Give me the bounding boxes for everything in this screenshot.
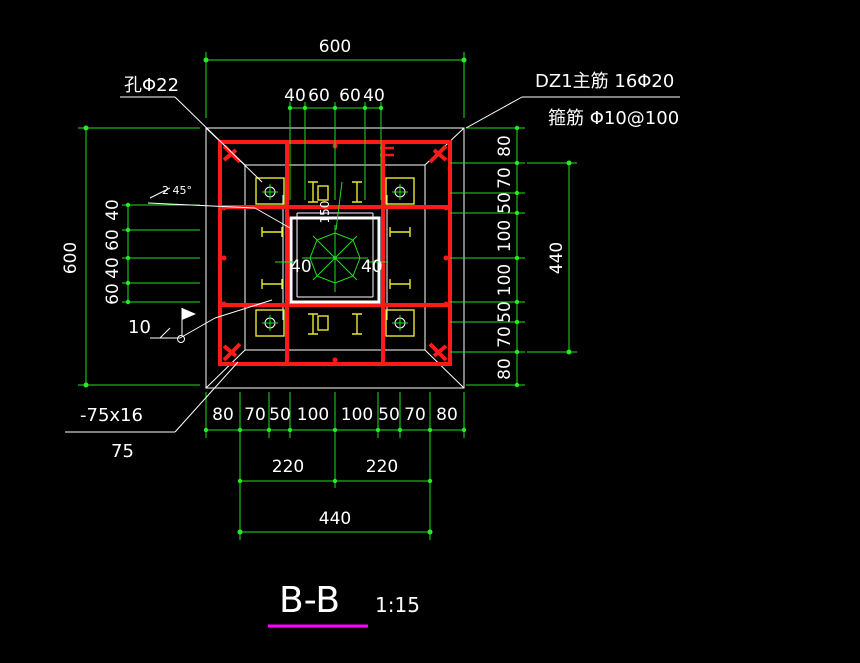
- dim-bottom-mid-2: 220: [366, 457, 398, 477]
- callout-angle: 2 45°: [147, 184, 291, 229]
- dim-top-2: 60: [308, 86, 330, 106]
- callout-plate: -75x16 75: [65, 361, 239, 462]
- dim-bottom-2: 70: [244, 405, 266, 425]
- label-angle: 2 45°: [162, 184, 192, 197]
- label-center-dim: 150: [318, 201, 332, 224]
- callout-main-bar: DZ1主筋 16Φ20 箍筋 Φ10@100: [465, 71, 680, 129]
- dim-right-1: 80: [495, 135, 515, 157]
- left-dimension-total: 600: [61, 125, 200, 388]
- dim-right-6: 50: [495, 301, 515, 323]
- hole-bottom-left: [255, 309, 285, 337]
- dim-top-1: 40: [284, 86, 306, 106]
- top-dimension-total: 600: [203, 37, 467, 118]
- bottom-dimension-total: 440: [237, 509, 433, 535]
- dim-right-2: 70: [495, 167, 515, 189]
- label-plate-width: 75: [111, 441, 134, 462]
- dim-left-4: 60: [103, 283, 123, 305]
- callout-weld: 10: [128, 299, 273, 343]
- dim-left-total: 600: [61, 242, 81, 274]
- dim-bottom-mid-1: 220: [272, 457, 304, 477]
- bottom-dimension-parts: 80 70 50 100 100 50 70 80: [203, 392, 467, 438]
- dim-bottom-4: 100: [297, 405, 329, 425]
- dim-right-3: 50: [495, 192, 515, 214]
- dim-bottom-7: 70: [404, 405, 426, 425]
- dim-right-total: 440: [547, 242, 567, 274]
- label-inner-right: 40: [361, 257, 383, 277]
- dim-top-4: 40: [363, 86, 385, 106]
- label-plate: -75x16: [80, 405, 143, 426]
- center-tube: [289, 216, 381, 304]
- dim-left-1: 40: [103, 199, 123, 221]
- dim-right-4: 100: [495, 220, 515, 252]
- hole-bottom-right: [385, 309, 415, 337]
- section-title: B-B: [279, 580, 340, 621]
- dim-bottom-5: 100: [341, 405, 373, 425]
- label-hole: 孔Φ22: [124, 75, 179, 96]
- hole-top-right: [385, 177, 415, 205]
- section-scale: 1:15: [375, 593, 420, 617]
- dim-bottom-8: 80: [436, 405, 458, 425]
- weld-circle-icon: [177, 335, 185, 343]
- dim-right-7: 70: [495, 326, 515, 348]
- dim-bottom-total: 440: [319, 509, 351, 529]
- label-stirrup: 箍筋 Φ10@100: [548, 108, 679, 129]
- weld-flag-icon: [182, 308, 196, 320]
- dim-bottom-3: 50: [269, 405, 291, 425]
- top-dimension-parts: 40 60 60 40: [284, 86, 385, 200]
- anchor-holes: [255, 177, 415, 337]
- inner-grid: [205, 127, 465, 389]
- hole-top-left: [255, 177, 285, 205]
- steel-stiffeners: [261, 181, 411, 335]
- label-inner-left: 40: [290, 257, 312, 277]
- dim-left-2: 60: [103, 229, 123, 251]
- left-dimension-parts: 40 60 40 60 40: [103, 199, 200, 305]
- callout-hole: 孔Φ22: [120, 75, 263, 183]
- dim-right-8: 80: [495, 358, 515, 380]
- dim-top-total: 600: [319, 37, 351, 57]
- dim-bottom-6: 50: [378, 405, 400, 425]
- right-dimension-parts: 80 70 50 100 100 50 70 80: [450, 125, 525, 388]
- bottom-dimension-mid: 220 220: [237, 438, 433, 540]
- label-weld: 10: [128, 317, 151, 338]
- dim-bottom-1: 80: [212, 405, 234, 425]
- dim-right-5: 100: [495, 264, 515, 296]
- center-cap: [275, 181, 388, 292]
- right-dimension-total: 440: [527, 160, 577, 355]
- dim-top-3: 60: [339, 86, 361, 106]
- label-main-bar: DZ1主筋 16Φ20: [535, 71, 674, 92]
- dim-left-3: 40: [103, 257, 123, 279]
